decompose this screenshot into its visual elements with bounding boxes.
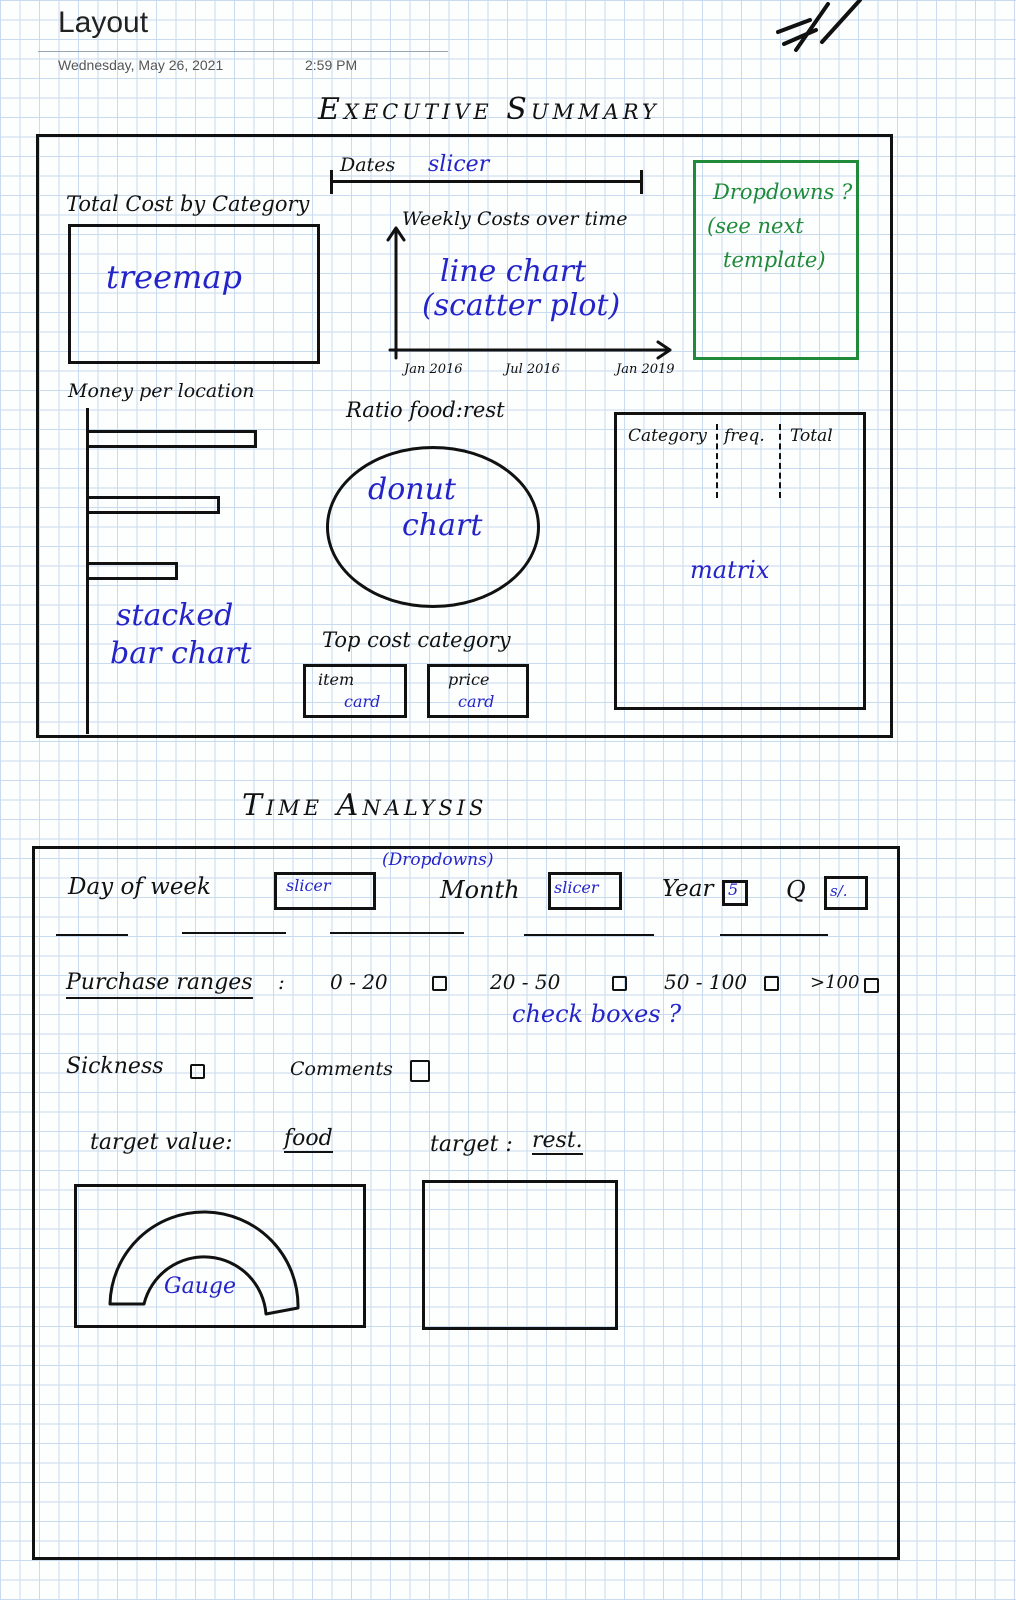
year-label: Year — [662, 876, 714, 902]
range-checkbox-1[interactable] — [432, 976, 447, 991]
donut-title: Ratio food:rest — [346, 398, 505, 422]
range-checkbox-2[interactable] — [612, 976, 627, 991]
purchase-ranges-label: Purchase ranges — [66, 970, 253, 999]
matrix-col-category: Category — [628, 426, 707, 446]
time-analysis-panel — [32, 846, 900, 1560]
bar-chart-note-1: stacked — [116, 598, 234, 633]
line-chart-x-tick-1: Jan 2016 — [404, 362, 463, 377]
donut-note-1: donut — [368, 472, 456, 507]
matrix-note: matrix — [690, 556, 770, 584]
gauge-arc-shape — [108, 1210, 300, 1316]
range-checkbox-3[interactable] — [764, 976, 779, 991]
dates-slicer-label: Dates — [340, 154, 396, 176]
sickness-label: Sickness — [66, 1054, 164, 1079]
rest-target-placeholder[interactable] — [422, 1180, 618, 1330]
line-chart-axes — [386, 226, 672, 360]
item-card[interactable] — [303, 664, 407, 718]
executive-summary-heading: Executive Summary — [318, 92, 660, 127]
location-bar[interactable] — [89, 430, 257, 448]
range-option-label-1: 0 - 20 — [330, 970, 388, 994]
dropdowns-note-2: (see next — [707, 214, 804, 238]
month-slicer-note: slicer — [554, 878, 599, 897]
day-of-week-slicer[interactable] — [274, 872, 376, 910]
scribble-mark — [776, 0, 862, 52]
target-food-label: target value: — [90, 1130, 233, 1155]
bar-chart-title: Money per location — [68, 380, 255, 402]
title-divider — [38, 51, 448, 52]
executive-summary-panel — [36, 134, 893, 738]
page-date: Wednesday, May 26, 2021 — [58, 57, 224, 73]
quarter-label: Q — [786, 876, 806, 904]
comments-checkbox[interactable] — [410, 1060, 430, 1082]
price-card-note: card — [458, 692, 495, 711]
year-value: 5 — [728, 880, 739, 899]
page-time: 2:59 PM — [305, 57, 358, 73]
separator-segment — [330, 932, 464, 934]
range-option-label-4: >100 — [810, 972, 860, 993]
dropdowns-note-1: Dropdowns ? — [713, 180, 853, 204]
month-slicer[interactable] — [548, 872, 622, 910]
purchase-ranges-colon: : — [278, 970, 285, 994]
location-bar[interactable] — [89, 496, 220, 514]
line-chart-x-tick-3: Jan 2019 — [616, 362, 675, 377]
bar-chart-bars[interactable] — [89, 430, 259, 590]
target-food-value: food — [284, 1126, 333, 1153]
quarter-dropdown[interactable] — [824, 876, 868, 910]
page-title: Layout — [58, 6, 149, 39]
matrix-divider-1 — [716, 424, 718, 498]
separator-segment — [182, 932, 286, 934]
range-option-label-3: 50 - 100 — [664, 970, 748, 994]
cards-title: Top cost category — [322, 628, 511, 652]
gauge-placeholder[interactable] — [74, 1184, 366, 1328]
donut-note-2: chart — [402, 508, 483, 543]
matrix-col-total: Total — [790, 426, 833, 446]
target-rest-value: rest. — [532, 1128, 583, 1155]
line-chart-note-1: line chart — [440, 254, 587, 289]
bar-chart-axis — [86, 408, 89, 734]
day-of-week-label: Day of week — [68, 874, 211, 900]
item-card-label: item — [318, 670, 355, 689]
day-of-week-slicer-note: slicer — [286, 876, 331, 895]
matrix-divider-2 — [779, 424, 781, 498]
range-checkbox-4[interactable] — [864, 978, 879, 993]
dates-slicer-track[interactable] — [330, 180, 642, 183]
range-option-label-2: 20 - 50 — [490, 970, 561, 994]
dropdowns-placeholder[interactable] — [693, 160, 859, 360]
time-analysis-heading: Time Analysis — [242, 788, 488, 823]
matrix-col-freq: freq. — [724, 426, 765, 446]
year-dropdown[interactable] — [722, 880, 748, 906]
price-card-label: price — [448, 670, 490, 689]
treemap-title: Total Cost by Category — [66, 192, 310, 216]
price-card[interactable] — [427, 664, 529, 718]
separator-segment — [524, 934, 654, 936]
separator-segment — [56, 934, 128, 936]
dropdowns-note-3: template) — [723, 248, 826, 272]
time-dropdowns-note: (Dropdowns) — [382, 850, 494, 870]
location-bar[interactable] — [89, 562, 178, 580]
matrix-placeholder[interactable] — [614, 412, 866, 710]
dates-slicer-note: slicer — [428, 152, 490, 177]
quarter-value: s/. — [830, 882, 848, 900]
sickness-checkbox[interactable] — [190, 1064, 205, 1079]
treemap-placeholder[interactable] — [68, 224, 320, 364]
line-chart-x-tick-2: Jul 2016 — [505, 362, 560, 377]
separator-segment — [720, 934, 828, 936]
donut-chart-placeholder[interactable] — [326, 446, 540, 608]
gauge-note: Gauge — [164, 1274, 236, 1299]
bar-chart-note-2: bar chart — [110, 636, 252, 671]
treemap-note: treemap — [106, 258, 242, 296]
check-boxes-note: check boxes ? — [512, 1000, 682, 1028]
dates-slicer-end-handle[interactable] — [640, 170, 643, 194]
dates-slicer-start-handle[interactable] — [330, 170, 333, 194]
item-card-note: card — [344, 692, 381, 711]
target-rest-label: target : — [430, 1132, 513, 1157]
comments-label: Comments — [290, 1058, 393, 1080]
month-label: Month — [440, 876, 520, 904]
line-chart-note-2: (scatter plot) — [422, 288, 621, 323]
line-chart-title: Weekly Costs over time — [402, 208, 628, 230]
